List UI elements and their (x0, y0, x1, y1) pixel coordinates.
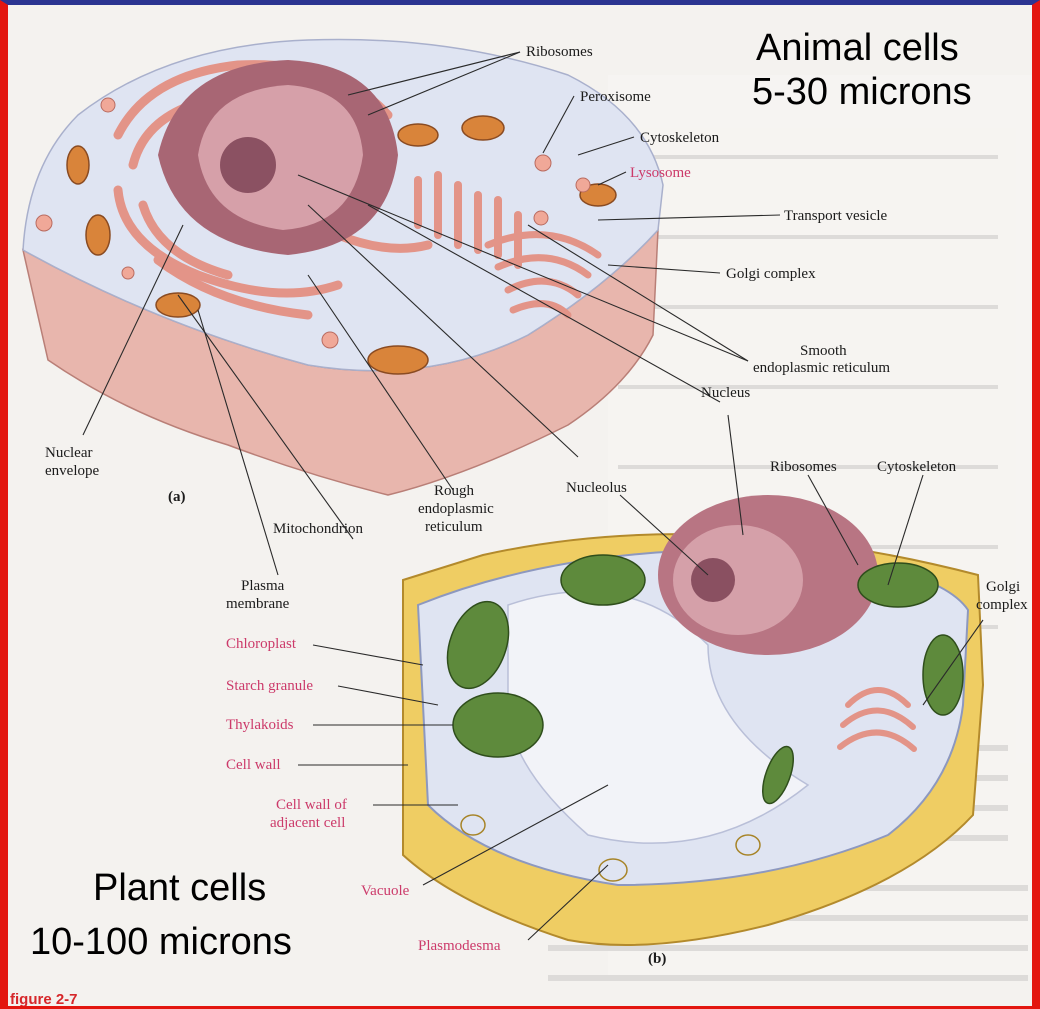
label-lysosome: Lysosome (630, 165, 691, 181)
label-peroxisome: Peroxisome (580, 89, 651, 105)
label-cell-wall-adjacent-2: adjacent cell (270, 815, 345, 831)
label-plant-golgi-2: complex (976, 597, 1028, 613)
label-transport-vesicle: Transport vesicle (784, 208, 888, 224)
label-rough-er-3: reticulum (425, 519, 483, 535)
label-smooth-er-1: Smooth (800, 343, 847, 359)
label-animal-cytoskeleton: Cytoskeleton (640, 130, 720, 146)
label-animal-ribosomes: Ribosomes (526, 44, 593, 60)
label-plasma-membrane-1: Plasma (241, 578, 285, 594)
label-plasma-membrane-2: membrane (226, 596, 290, 612)
label-smooth-er-2: endoplasmic reticulum (753, 360, 890, 376)
animal-nucleolus (220, 137, 276, 193)
figure-caption-tag: figure 2-7 (10, 991, 78, 1008)
plant-nucleolus (691, 558, 735, 602)
panel-label-a: (a) (168, 489, 186, 505)
label-plant-cytoskeleton: Cytoskeleton (877, 459, 957, 475)
label-nuclear-envelope-1: Nuclear (45, 445, 92, 461)
label-plant-golgi-1: Golgi (986, 579, 1020, 595)
plant-cells-title: Plant cells (93, 867, 266, 911)
label-plasmodesma: Plasmodesma (418, 938, 501, 954)
panel-label-b: (b) (648, 951, 666, 967)
cell-diagram: Ribosomes Peroxisome Cytoskeleton Lysoso… (8, 5, 1032, 1006)
label-nuclear-envelope-2: envelope (45, 463, 99, 479)
label-starch-granule: Starch granule (226, 678, 313, 694)
label-nucleus: Nucleus (701, 385, 750, 401)
label-rough-er-2: endoplasmic (418, 501, 494, 517)
label-animal-golgi: Golgi complex (726, 266, 816, 282)
plant-nucleus (658, 495, 878, 655)
label-thylakoids: Thylakoids (226, 717, 294, 733)
label-cell-wall-adjacent-1: Cell wall of (276, 797, 347, 813)
label-chloroplast: Chloroplast (226, 636, 297, 652)
animal-cells-size: 5-30 microns (752, 71, 972, 115)
label-rough-er-1: Rough (434, 483, 475, 499)
label-cell-wall: Cell wall (226, 757, 281, 773)
label-vacuole: Vacuole (361, 883, 410, 899)
label-nucleolus: Nucleolus (566, 480, 627, 496)
label-mitochondrion: Mitochondrion (273, 521, 363, 537)
plant-cells-size: 10-100 microns (30, 921, 292, 965)
animal-cells-title: Animal cells (756, 27, 959, 71)
label-plant-ribosomes: Ribosomes (770, 459, 837, 475)
